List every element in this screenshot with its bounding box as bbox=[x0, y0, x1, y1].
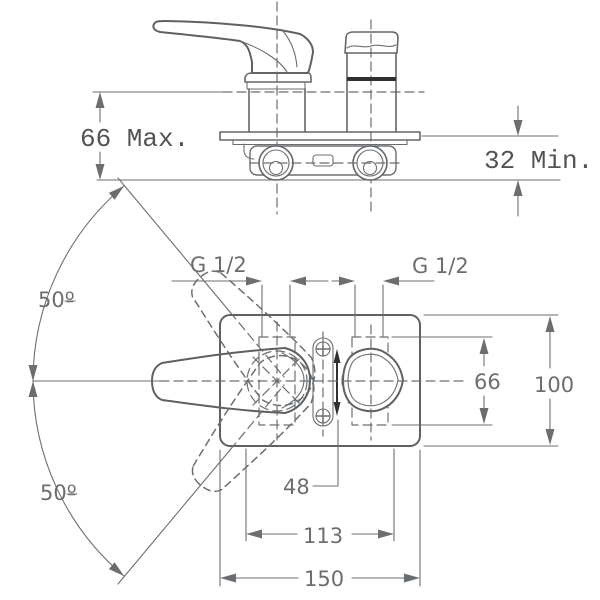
dim-113-label: 113 bbox=[303, 524, 343, 548]
lower-swing-arc bbox=[32, 380, 125, 577]
arrowhead-up-icon bbox=[28, 381, 38, 397]
diverter-cap bbox=[344, 31, 399, 54]
arrowhead-up-icon bbox=[479, 338, 489, 354]
upper-swing-leg-solid bbox=[117, 177, 231, 313]
dim-100-label: 100 bbox=[534, 373, 574, 397]
handle-dome-inner-line bbox=[281, 352, 305, 409]
arrowhead-left-icon bbox=[383, 276, 399, 286]
left-inlet-hole bbox=[268, 160, 284, 176]
arrowhead-arc-lower-icon bbox=[108, 562, 124, 576]
dimension-48-screws: 48 bbox=[283, 419, 339, 499]
arrowhead-down-icon bbox=[333, 402, 341, 416]
knob-inner-outline bbox=[347, 353, 399, 407]
left-bracket-detail bbox=[243, 143, 255, 160]
dim-32-min-label: 32 Min. bbox=[484, 146, 593, 176]
handle-dome-cap bbox=[244, 72, 312, 83]
side-elevation-view: 66 Max. 32 Min. bbox=[80, 1, 593, 217]
dim-150-label: 150 bbox=[304, 567, 344, 591]
leader-line-48 bbox=[312, 419, 339, 487]
arrowhead-down-icon bbox=[95, 164, 105, 180]
arrowhead-down-icon bbox=[479, 408, 489, 424]
plan-view: 50º 50º G 1/2 G 1/2 bbox=[28, 177, 574, 591]
dimension-66-max: 66 Max. bbox=[80, 92, 189, 180]
knob-outer-outline bbox=[342, 347, 404, 413]
arrowhead-left-icon bbox=[290, 276, 306, 286]
arrowhead-arc-upper-icon bbox=[108, 186, 124, 200]
arrowhead-down-icon bbox=[545, 429, 555, 445]
arrowhead-up-icon bbox=[95, 92, 105, 108]
arrowhead-right-icon bbox=[246, 276, 262, 286]
arrowhead-down-icon bbox=[28, 365, 38, 381]
diverter-knob-side bbox=[344, 31, 399, 133]
dimension-113-span: 113 bbox=[245, 448, 395, 548]
upper-swing-arc bbox=[32, 185, 125, 382]
diverter-dark-ring bbox=[347, 77, 396, 81]
lever-top-crease bbox=[282, 30, 298, 68]
left-inlet-inner bbox=[262, 149, 290, 177]
handle-collar-band bbox=[246, 81, 306, 90]
dimension-66-fitting: 66 bbox=[391, 336, 501, 426]
thread-right-label: G 1/2 bbox=[412, 254, 469, 278]
arrowhead-up-icon bbox=[545, 316, 555, 332]
swing-angle-dimension: 50º 50º bbox=[28, 177, 285, 585]
mounting-plate-lip bbox=[232, 139, 408, 146]
thread-callout-left: G 1/2 bbox=[171, 253, 329, 337]
dimension-150-plate-width: 150 bbox=[219, 449, 421, 591]
lever-handle-plan bbox=[151, 347, 311, 414]
dim-66-max-label: 66 Max. bbox=[80, 124, 189, 154]
arrowhead-up-icon bbox=[333, 349, 341, 363]
lever-neck-crease bbox=[239, 40, 288, 73]
diverter-knob-plan bbox=[342, 347, 404, 413]
lower-swing-leg-dashed bbox=[229, 384, 285, 451]
arrowhead-right-icon bbox=[404, 573, 420, 583]
handle-plan-outline bbox=[151, 347, 311, 414]
arrowhead-down-icon bbox=[513, 120, 523, 136]
dimension-100-plate-height: 100 bbox=[423, 314, 574, 447]
thread-callout-right: G 1/2 bbox=[331, 254, 469, 337]
lever-blade-outline bbox=[152, 20, 314, 74]
supply-body bbox=[243, 143, 403, 181]
angle-lower-label: 50º bbox=[40, 481, 77, 505]
diverter-cap-highlight bbox=[346, 44, 397, 49]
mounting-plate-side bbox=[219, 131, 421, 141]
arrowhead-right-icon bbox=[339, 276, 355, 286]
dimension-32-min: 32 Min. bbox=[484, 105, 593, 217]
lower-swing-leg-solid bbox=[117, 449, 231, 585]
arrowhead-left-icon bbox=[246, 529, 262, 539]
dim-66-label: 66 bbox=[474, 370, 501, 394]
supply-body-outline bbox=[249, 145, 397, 176]
right-inlet-hole bbox=[362, 160, 378, 176]
body-notch-detail bbox=[312, 154, 334, 167]
dim-48-label: 48 bbox=[283, 475, 310, 499]
lever-handle-side bbox=[152, 20, 314, 133]
thread-left-label: G 1/2 bbox=[190, 253, 247, 277]
arrowhead-right-icon bbox=[378, 529, 394, 539]
arrowhead-up-icon bbox=[513, 180, 523, 196]
angle-upper-label: 50º bbox=[38, 288, 75, 312]
arrowhead-left-icon bbox=[220, 573, 236, 583]
upper-swing-leg-dashed bbox=[229, 311, 285, 378]
